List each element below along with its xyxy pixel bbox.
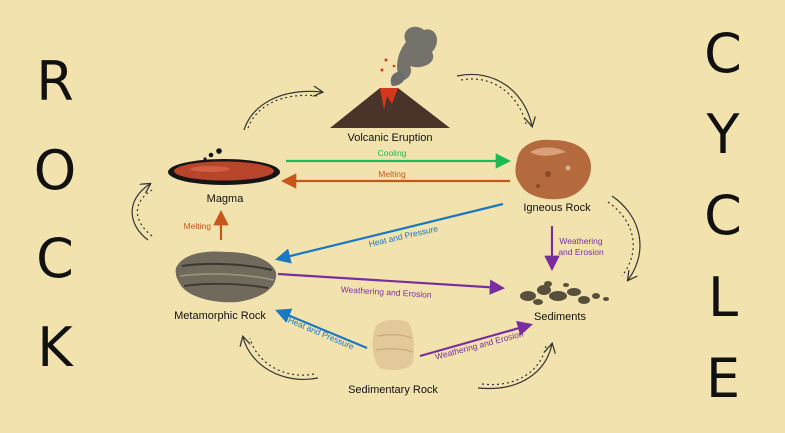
heat-pressure-label-bottom: Heat and Pressure bbox=[287, 315, 356, 352]
weathering-label-bottom: Weathering and Erosion bbox=[434, 328, 525, 361]
cycle-word: C Y C L E bbox=[683, 0, 763, 433]
heat-pressure-arrow-bottom bbox=[275, 308, 368, 350]
igneous-rock-icon bbox=[515, 139, 591, 200]
heat-pressure-arrow-top bbox=[275, 202, 504, 264]
cycle-letter: C bbox=[704, 184, 742, 248]
process-arrows bbox=[213, 153, 560, 358]
igneous-rock-label: Igneous Rock bbox=[523, 202, 591, 214]
melting-label-top: Melting bbox=[378, 169, 406, 179]
sedimentary-rock-icon bbox=[372, 319, 415, 371]
sediments-icon bbox=[520, 281, 609, 305]
volcano-icon bbox=[330, 26, 450, 128]
rock-letter: K bbox=[37, 316, 73, 380]
cycle-letter: L bbox=[707, 265, 739, 329]
weathering-arrow-middle bbox=[277, 272, 506, 295]
rock-letter: R bbox=[36, 49, 74, 113]
cooling-label: Cooling bbox=[378, 148, 407, 158]
rock-letter: O bbox=[33, 138, 77, 202]
metamorphic-rock-icon bbox=[175, 251, 277, 303]
rock-letter: C bbox=[36, 227, 74, 291]
magma-label: Magma bbox=[207, 193, 245, 205]
sketch-arrow-top-left bbox=[243, 91, 322, 131]
decorative-cycle-arrows bbox=[131, 73, 641, 390]
cycle-letter: C bbox=[704, 22, 742, 86]
sedimentary-rock-label: Sedimentary Rock bbox=[348, 384, 438, 396]
sketch-arrow-right bbox=[611, 195, 641, 280]
melting-label-left: Melting bbox=[184, 221, 212, 231]
metamorphic-rock-label: Metamorphic Rock bbox=[174, 310, 266, 322]
cycle-letter: Y bbox=[706, 103, 740, 167]
rock-word: R O C K bbox=[15, 0, 95, 410]
volcanic-eruption-label: Volcanic Eruption bbox=[348, 132, 433, 144]
sketch-arrow-top-right bbox=[456, 73, 532, 126]
weathering-arrow-bottom bbox=[419, 320, 533, 358]
sketch-arrow-bottom-right bbox=[477, 344, 552, 390]
cycle-letter: E bbox=[705, 346, 741, 410]
sediments-label: Sediments bbox=[534, 311, 586, 323]
weathering-label-middle: Weathering and Erosion bbox=[340, 284, 432, 300]
heat-pressure-label-top: Heat and Pressure bbox=[368, 223, 440, 249]
magma-icon bbox=[168, 148, 280, 185]
sketch-arrow-left bbox=[131, 184, 150, 241]
sketch-arrow-bottom-left bbox=[243, 337, 319, 380]
